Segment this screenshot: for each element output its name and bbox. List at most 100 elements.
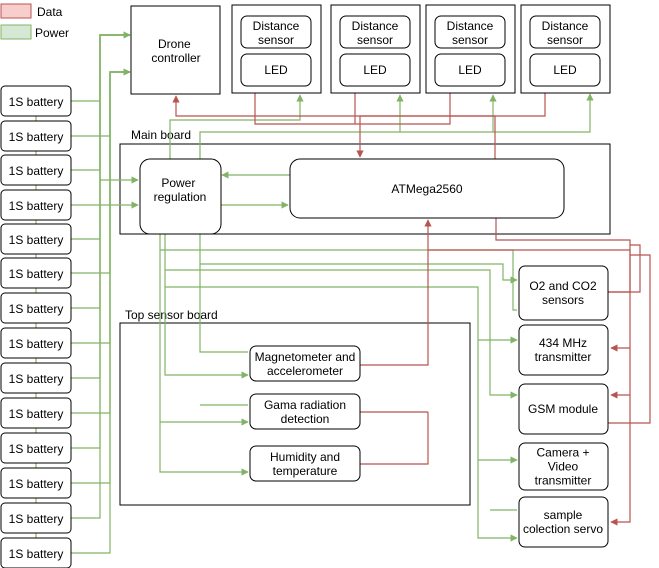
power-o2-2 (160, 249, 517, 311)
distance-sensor-box (240, 15, 312, 49)
battery-box (0, 432, 72, 464)
led-label: LED (553, 63, 577, 77)
power-camera (165, 286, 518, 464)
drone-controller-label: Drone controller (151, 37, 200, 65)
battery-box (0, 257, 72, 289)
legend-data-label: Data (37, 5, 63, 19)
legend-power-label: Power (35, 26, 69, 40)
power-servo (477, 460, 518, 542)
regulator-to-sensors-power (199, 93, 594, 159)
battery-box (0, 223, 72, 255)
led-label: LED (264, 63, 288, 77)
sensor-data-3 (360, 93, 451, 125)
power-gsm (165, 269, 518, 399)
top-sensor-box (249, 345, 361, 382)
legend-data-swatch (0, 3, 32, 19)
led-box (339, 53, 411, 87)
led-box (240, 53, 312, 87)
battery-box (0, 537, 72, 568)
battery-box (0, 362, 72, 394)
connector-lines (35, 31, 651, 554)
drone-controller-box (130, 5, 221, 95)
right-module-box (518, 324, 609, 376)
power-regulation-box (139, 158, 222, 235)
main-board-label: Main board (131, 128, 191, 142)
atmega-box (289, 158, 565, 219)
battery-box (0, 85, 72, 117)
distance-sensor-box (434, 15, 506, 49)
battery-power-line (71, 71, 130, 554)
power-humidity (159, 234, 249, 476)
battery-box (0, 292, 72, 324)
right-module-box (518, 383, 609, 435)
power-o2 (199, 234, 518, 284)
led-label: LED (458, 63, 482, 77)
battery-box (0, 467, 72, 499)
battery-box (0, 120, 72, 152)
humidity-data (360, 412, 429, 465)
o2-data-2 (608, 244, 641, 293)
sensor-data-1 (254, 93, 364, 158)
top-sensor-box (249, 445, 361, 482)
battery-stack: 1S battery 1S battery 1S battery 1S battery… (0, 85, 72, 568)
power-to-top (199, 264, 248, 353)
top-sensor-board-label: Top sensor board (125, 308, 218, 322)
led-box (434, 53, 506, 87)
battery-label: 1S battery (9, 477, 64, 491)
battery-label: 1S battery (9, 130, 64, 144)
battery-label: 1S battery (9, 337, 64, 351)
gsm-data (608, 254, 651, 424)
battery-label: 1S battery (9, 547, 64, 561)
led-label: LED (363, 63, 387, 77)
legend: Data Power (0, 3, 69, 40)
battery-label: 1S battery (9, 442, 64, 456)
battery-label: 1S battery (9, 372, 64, 386)
battery-label: 1S battery (9, 95, 64, 109)
distance-sensor-box (339, 15, 411, 49)
battery-label: 1S battery (9, 512, 64, 526)
transmitter-data (495, 218, 631, 352)
battery-box (0, 189, 72, 221)
sensor-data-4 (359, 93, 546, 124)
magnetometer-data (360, 219, 432, 366)
battery-label: 1S battery (9, 199, 64, 213)
distance-sensor-box (529, 15, 601, 49)
legend-power-swatch (0, 24, 32, 40)
battery-label: 1S battery (9, 407, 64, 421)
led-box (529, 53, 601, 87)
battery-box (0, 397, 72, 429)
right-module-box (518, 442, 609, 491)
power-magnetometer (164, 234, 249, 379)
right-module-box (518, 496, 609, 548)
mcu-to-controller (172, 95, 496, 159)
right-module-label: GSM module (528, 402, 598, 416)
power-regulation-label: Power regulation (154, 176, 207, 204)
servo-data (610, 348, 631, 526)
top-sensor-box (249, 393, 361, 430)
battery-box (0, 502, 72, 534)
regulator-to-led-power (169, 94, 304, 159)
battery-label: 1S battery (9, 164, 64, 178)
battery-label: 1S battery (9, 302, 64, 316)
battery-label: 1S battery (9, 267, 64, 281)
battery-box (0, 327, 72, 359)
atmega-label: ATMega2560 (391, 182, 462, 196)
